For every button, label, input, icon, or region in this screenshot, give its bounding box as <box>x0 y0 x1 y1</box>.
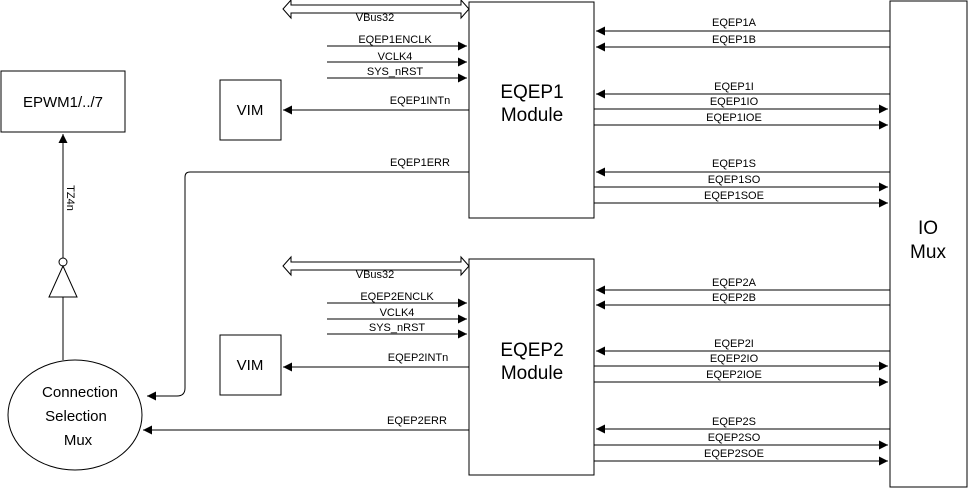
vim2-box <box>219 334 282 396</box>
eqep2-vbus-arrow <box>282 255 470 277</box>
conn-mux-line3: Mux <box>64 432 93 449</box>
eqep2-module-subtitle: Module <box>501 363 563 384</box>
eqep1-b-label: EQEP1B <box>712 34 756 46</box>
eqep2-io-label: EQEP2IO <box>710 353 759 365</box>
eqep1-i-label: EQEP1I <box>714 81 754 93</box>
eqep2-i-label: EQEP2I <box>714 338 754 350</box>
vim2-label: VIM <box>237 357 264 374</box>
conn-mux-line2: Selection <box>45 408 107 425</box>
epwm-label: EPWM1/../7 <box>23 94 103 111</box>
eqep1-a-label: EQEP1A <box>712 17 757 29</box>
eqep1-vbus-arrow <box>282 0 470 20</box>
eqep2-enclk-label: EQEP2ENCLK <box>360 291 434 303</box>
eqep1-vclk-label: VCLK4 <box>378 51 413 63</box>
eqep2-module-box <box>468 258 595 476</box>
io-mux-subtitle: Mux <box>910 242 946 263</box>
eqep1-module-subtitle: Module <box>501 105 563 126</box>
eqep2-vbus-label: VBus32 <box>356 269 395 281</box>
connection-selection-mux <box>7 359 143 471</box>
eqep2-a-label: EQEP2A <box>712 277 757 289</box>
eqep2-module-title: EQEP2 <box>500 340 563 361</box>
tz-label: TZ4n <box>64 185 76 211</box>
eqep2-intn-label: EQEP2INTn <box>388 352 449 364</box>
vim1-box <box>219 79 282 141</box>
io-mux-title: IO <box>918 218 938 239</box>
eqep1-module-box <box>468 1 595 219</box>
eqep1-enclk-label: EQEP1ENCLK <box>358 34 432 46</box>
eqep1-soe-label: EQEP1SOE <box>704 190 764 202</box>
eqep1-vbus-label: VBus32 <box>356 12 395 24</box>
eqep2-rst-label: SYS_nRST <box>369 322 426 334</box>
eqep2-s-label: EQEP2S <box>712 416 756 428</box>
eqep1-err-label: EQEP1ERR <box>390 157 450 169</box>
eqep2-vclk-label: VCLK4 <box>380 307 415 319</box>
eqep1-ioe-label: EQEP1IOE <box>706 112 762 124</box>
eqep2-err-label: EQEP2ERR <box>387 415 447 427</box>
eqep2-soe-label: EQEP2SOE <box>704 448 764 460</box>
eqep2-b-label: EQEP2B <box>712 292 756 304</box>
eqep2-right-signals: EQEP2A EQEP2B EQEP2I EQEP2IO EQEP2IOE EQ… <box>594 277 890 466</box>
io-mux-box <box>889 0 968 488</box>
eqep2-ioe-label: EQEP2IOE <box>706 369 762 381</box>
eqep1-intn-label: EQEP1INTn <box>390 95 451 107</box>
epwm-box <box>0 70 126 133</box>
eqep1-io-label: EQEP1IO <box>710 96 759 108</box>
eqep1-so-label: EQEP1SO <box>708 174 761 186</box>
conn-mux-line1: Connection <box>42 384 118 401</box>
inverter-triangle <box>48 264 78 298</box>
vim1-label: VIM <box>237 102 264 119</box>
eqep1-err-line <box>147 171 469 401</box>
eqep1-rst-label: SYS_nRST <box>367 66 424 78</box>
eqep2-so-label: EQEP2SO <box>708 432 761 444</box>
eqep1-s-label: EQEP1S <box>712 158 756 170</box>
eqep1-right-signals: EQEP1A EQEP1B EQEP1I EQEP1IO EQEP1IOE EQ… <box>594 17 890 208</box>
eqep1-module-title: EQEP1 <box>500 82 563 103</box>
